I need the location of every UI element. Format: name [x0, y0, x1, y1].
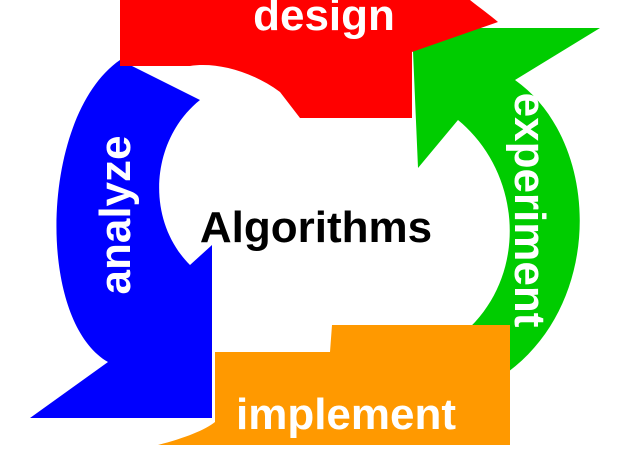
analyze-arrow — [30, 60, 212, 418]
experiment-arrow — [412, 28, 600, 372]
design-label: design — [253, 0, 395, 40]
center-title: Algorithms — [200, 203, 432, 252]
implement-arrow — [158, 325, 510, 445]
analyze-label: analyze — [91, 136, 140, 295]
design-arrow — [120, 0, 498, 118]
experiment-label: experiment — [505, 93, 554, 328]
implement-label: implement — [236, 390, 456, 439]
